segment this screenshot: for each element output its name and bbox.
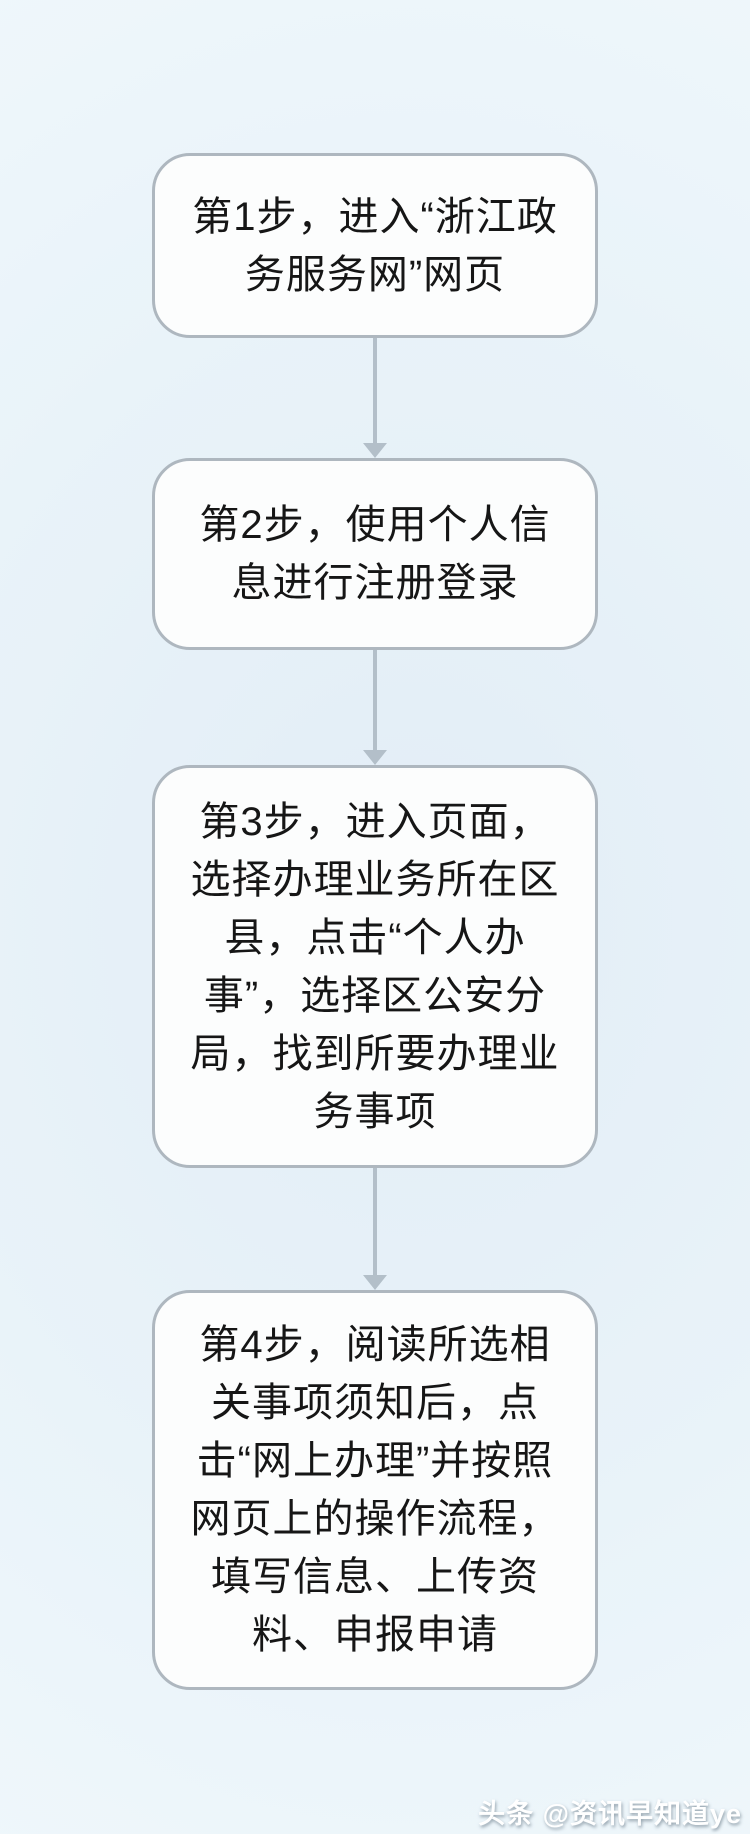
flow-step-4-line-2: 关事项须知后，点	[211, 1381, 539, 1425]
flow-step-3-line-5: 局，找到所要办理业	[190, 1031, 560, 1076]
flow-step-1-line-2: 务服务网”网页	[244, 252, 506, 297]
flow-step-4-line-6: 料、申报申请	[252, 1613, 498, 1657]
flow-step-3-line-3: 县，点击“个人办	[224, 915, 526, 960]
arrow-shaft	[373, 338, 377, 443]
arrow-shaft	[373, 650, 377, 750]
flow-step-1-line-1: 第1步，进入“浙江政	[192, 194, 558, 239]
arrow-down-icon	[363, 750, 387, 765]
connector-arrow-3	[363, 1168, 387, 1290]
watermark: 头条 @资讯早知道ye	[478, 1799, 742, 1829]
flow-step-3-line-1: 第3步，进入页面，	[199, 799, 551, 844]
flow-step-4-line-5: 填写信息、上传资	[211, 1555, 539, 1599]
flow-step-4-line-3: 击“网上办理”并按照	[196, 1439, 554, 1483]
flow-step-2-line-2: 息进行注册登录	[231, 561, 519, 605]
flow-step-3-line-6: 务事项	[313, 1089, 437, 1134]
connector-arrow-2	[363, 650, 387, 765]
flow-step-3-line-2: 选择办理业务所在区	[190, 857, 560, 902]
flow-step-3-box: 第3步，进入页面， 选择办理业务所在区 县，点击“个人办 事”，选择区公安分 局…	[152, 765, 598, 1168]
flow-step-2-box: 第2步，使用个人信 息进行注册登录	[152, 458, 598, 650]
flow-step-2-line-1: 第2步，使用个人信	[199, 503, 551, 547]
flow-step-4-line-4: 网页上的操作流程，	[190, 1497, 560, 1541]
connector-arrow-1	[363, 338, 387, 458]
arrow-down-icon	[363, 443, 387, 458]
flow-step-1-box: 第1步，进入“浙江政 务服务网”网页	[152, 153, 598, 338]
flow-step-4-line-1: 第4步，阅读所选相	[199, 1323, 551, 1367]
arrow-shaft	[373, 1168, 377, 1275]
flow-step-3-line-4: 事”，选择区公安分	[203, 973, 547, 1018]
arrow-down-icon	[363, 1275, 387, 1290]
flow-step-4-box: 第4步，阅读所选相 关事项须知后，点 击“网上办理”并按照 网页上的操作流程， …	[152, 1290, 598, 1690]
